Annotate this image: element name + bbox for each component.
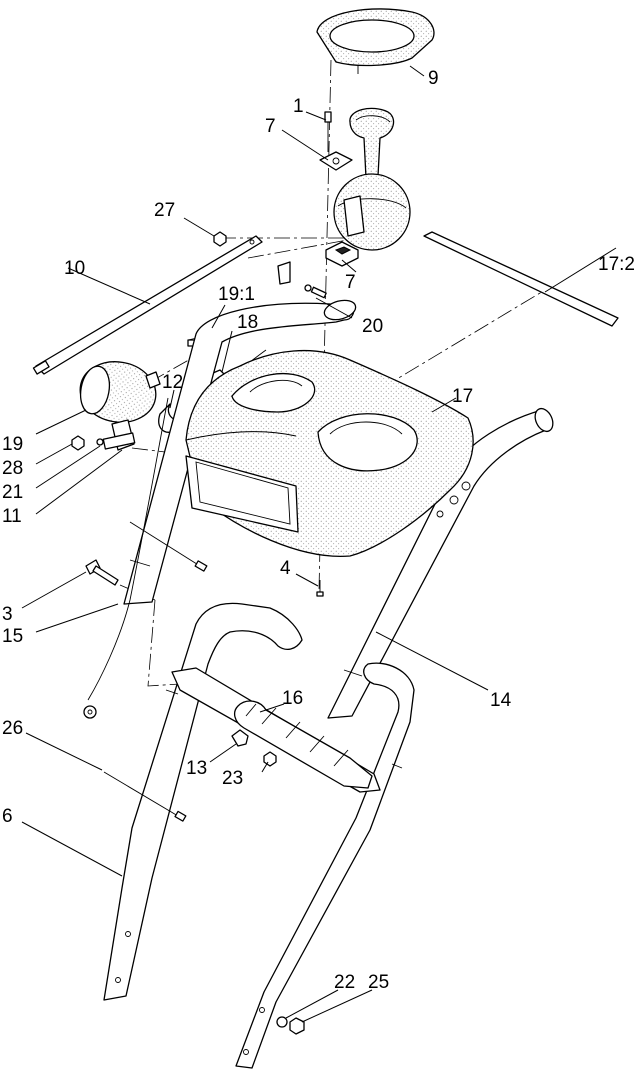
callout-labels: 1 7 9 27 17:2 10 19:1 7 18 20 12 17 19 2… xyxy=(2,68,635,993)
chute-ring-part xyxy=(316,8,435,74)
fasteners-22-25 xyxy=(276,1016,305,1035)
rod-26-part xyxy=(103,771,187,822)
wire-harness-part xyxy=(83,397,208,719)
knob-13-and-nut-23 xyxy=(231,729,277,767)
bolt-3-part xyxy=(85,559,119,586)
upper-handle-part xyxy=(123,299,554,719)
crossbar-grip-part xyxy=(171,667,381,793)
callout-15: 15 xyxy=(2,626,23,647)
callout-7-lower: 7 xyxy=(345,272,356,293)
headlight-part xyxy=(71,361,161,451)
callout-20: 20 xyxy=(362,316,383,337)
bolt-and-brackets xyxy=(277,111,359,299)
callout-3: 3 xyxy=(2,604,13,625)
callout-4: 4 xyxy=(280,558,291,579)
callout-28: 28 xyxy=(2,458,23,479)
callout-1: 1 xyxy=(293,96,304,117)
dash-console-part xyxy=(185,350,474,557)
callout-13: 13 xyxy=(186,758,207,779)
callout-11: 11 xyxy=(2,506,22,527)
callout-23: 23 xyxy=(222,768,243,789)
nut-27-part xyxy=(213,231,227,247)
decal-strip-part xyxy=(423,231,619,327)
callout-25: 25 xyxy=(368,972,389,993)
leader-lines xyxy=(21,65,617,1023)
long-rod-part xyxy=(32,235,263,375)
callout-12: 12 xyxy=(162,372,183,393)
callout-19-1: 19:1 xyxy=(218,284,255,305)
callout-16: 16 xyxy=(282,688,303,709)
screw-4-part xyxy=(316,580,324,597)
chute-control-assembly xyxy=(333,107,411,251)
callout-7-upper: 7 xyxy=(265,116,276,137)
callout-21: 21 xyxy=(2,482,23,503)
callout-14: 14 xyxy=(490,690,512,711)
callout-6: 6 xyxy=(2,806,13,827)
callout-10: 10 xyxy=(64,258,85,279)
callout-27: 27 xyxy=(154,200,175,221)
callout-26: 26 xyxy=(2,718,23,739)
callout-19: 19 xyxy=(2,434,23,455)
callout-9: 9 xyxy=(428,68,439,89)
callout-17-2: 17:2 xyxy=(598,254,635,275)
lower-handle-part xyxy=(103,602,415,1069)
callout-22: 22 xyxy=(334,972,355,993)
callout-18: 18 xyxy=(237,312,258,333)
callout-17: 17 xyxy=(452,386,473,407)
